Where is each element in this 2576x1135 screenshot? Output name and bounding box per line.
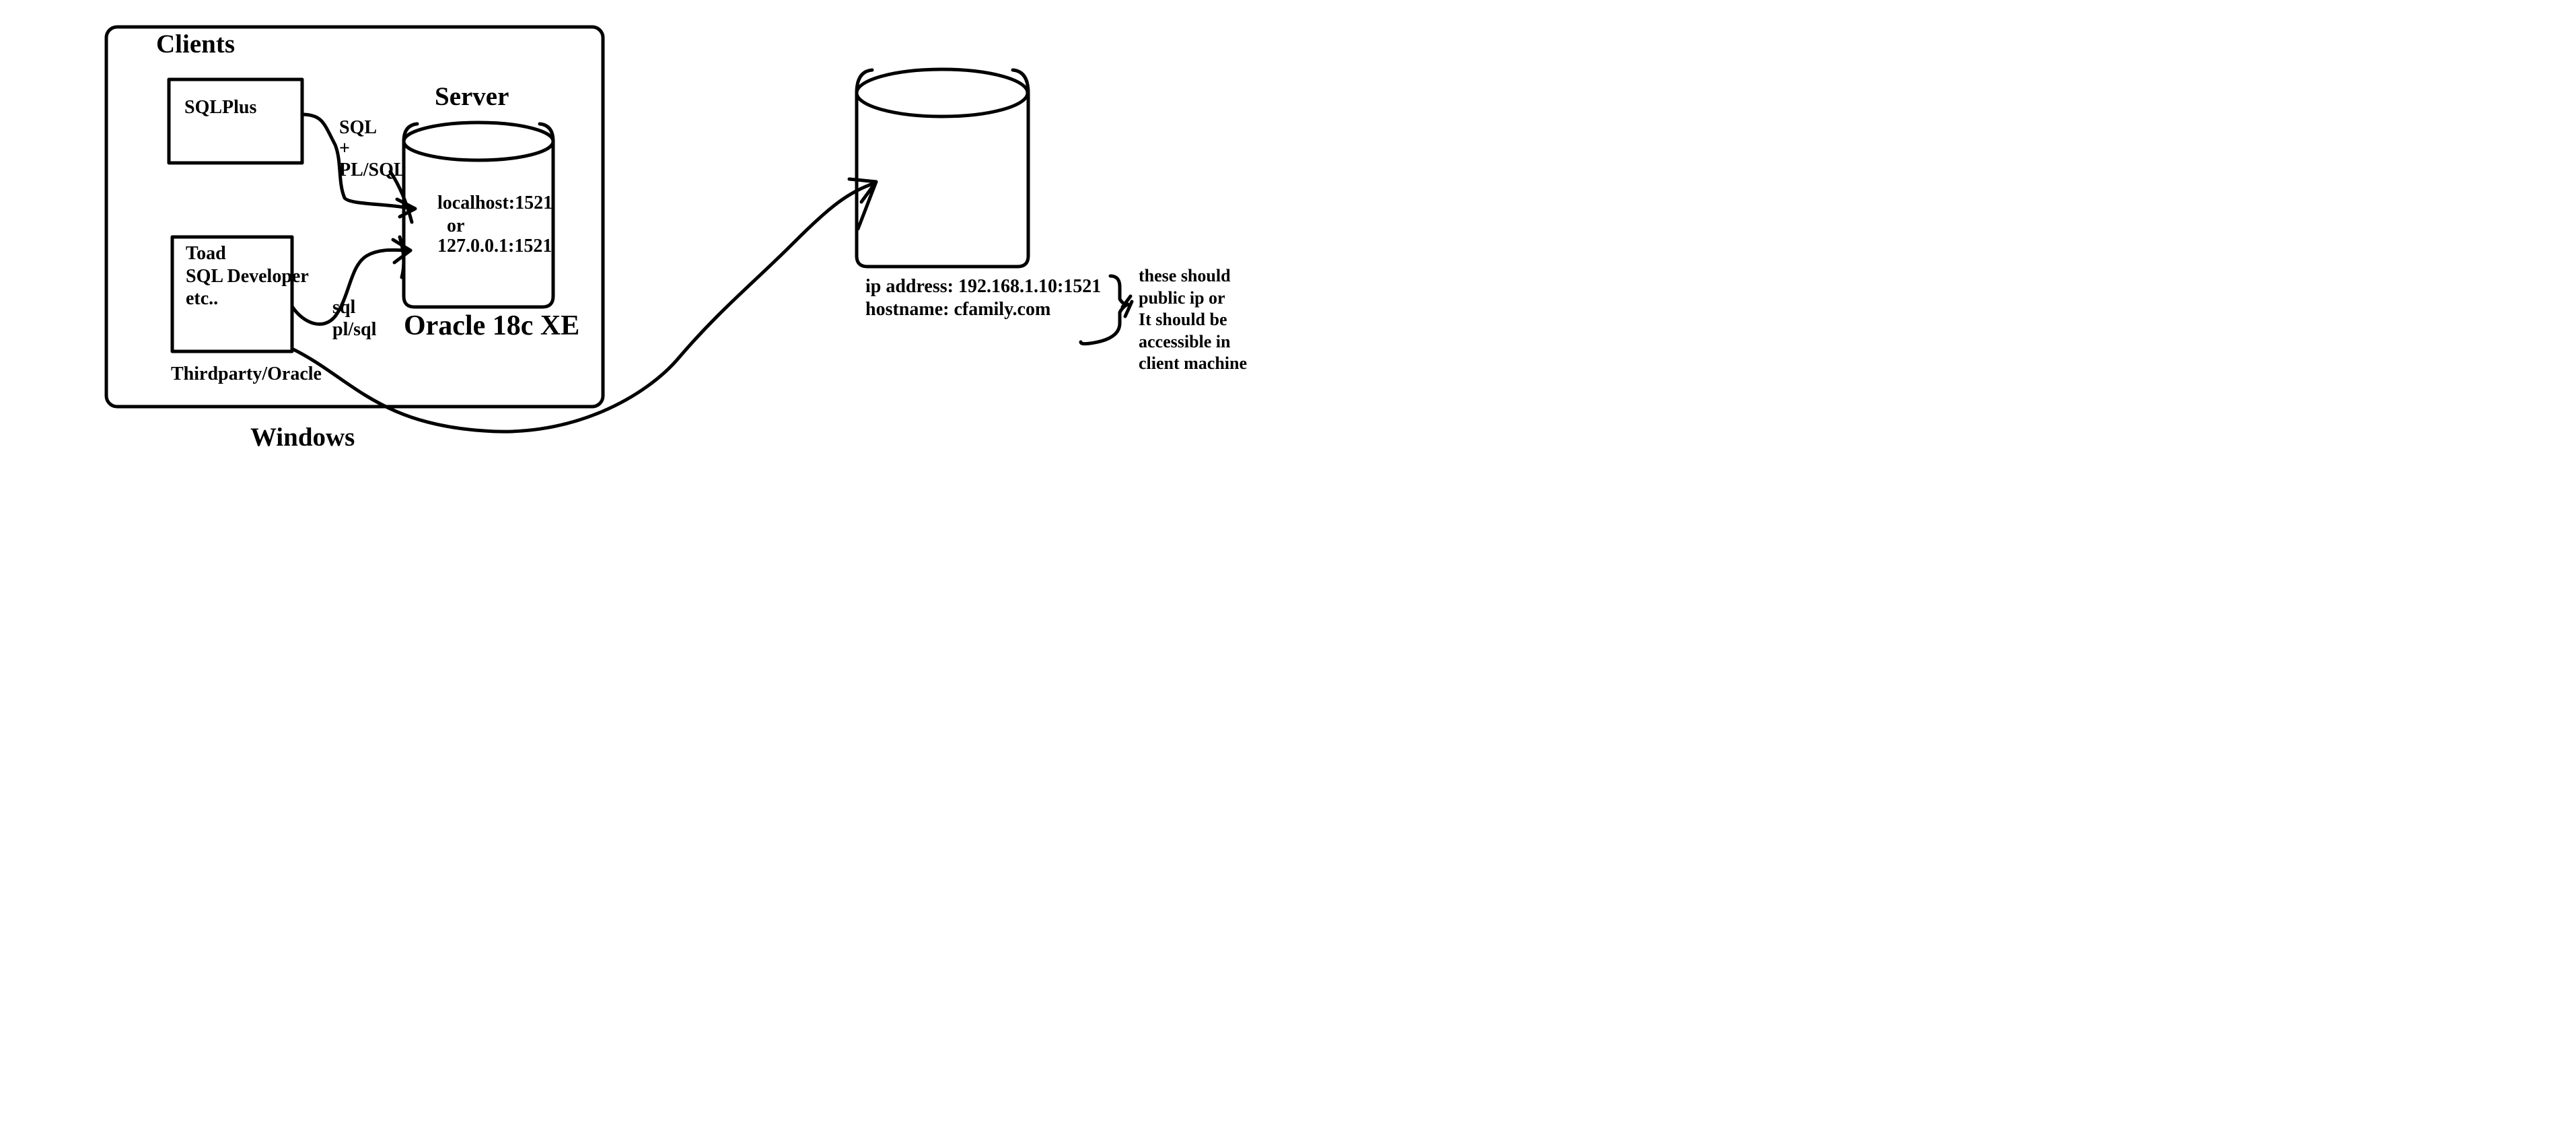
local-address-separator: or	[447, 215, 465, 236]
tools-client-caption: Thirdparty/Oracle	[171, 364, 322, 384]
server-product-label: Oracle 18c XE	[404, 310, 580, 341]
sqlplus-arrowhead	[395, 197, 417, 219]
local-address-1: localhost:1521	[437, 193, 553, 213]
os-label: Windows	[250, 423, 355, 452]
remote-ip-address: ip address: 192.168.1.10:1521	[865, 276, 1102, 297]
windows-machine-box	[104, 25, 605, 409]
server-title: Server	[435, 82, 509, 111]
remote-db-cylinder-icon	[855, 67, 1030, 269]
local-db-cylinder-icon	[402, 121, 555, 309]
clients-title: Clients	[156, 30, 235, 59]
tools-connection-arrow	[290, 248, 413, 326]
remote-connection-arrow	[290, 181, 877, 434]
sqlplus-client-label: SQLPlus	[184, 97, 257, 118]
public-ip-note: these should public ip or It should be a…	[1139, 266, 1248, 373]
sqlplus-connection-arrow	[300, 112, 416, 211]
local-address-2: 127.0.0.1:1521	[437, 236, 552, 256]
tools-client-box	[170, 235, 294, 353]
tools-client-label: Toad SQL Developer etc..	[186, 243, 309, 310]
remote-arrowhead	[847, 177, 878, 231]
remote-hostname: hostname: cfamily.com	[865, 299, 1051, 320]
sqlplus-protocol-label: SQL + PL/SQL	[339, 117, 406, 180]
tools-arrowhead	[391, 238, 413, 265]
sqlplus-client-box	[167, 77, 304, 165]
tools-protocol-label: sql pl/sql	[332, 297, 377, 341]
